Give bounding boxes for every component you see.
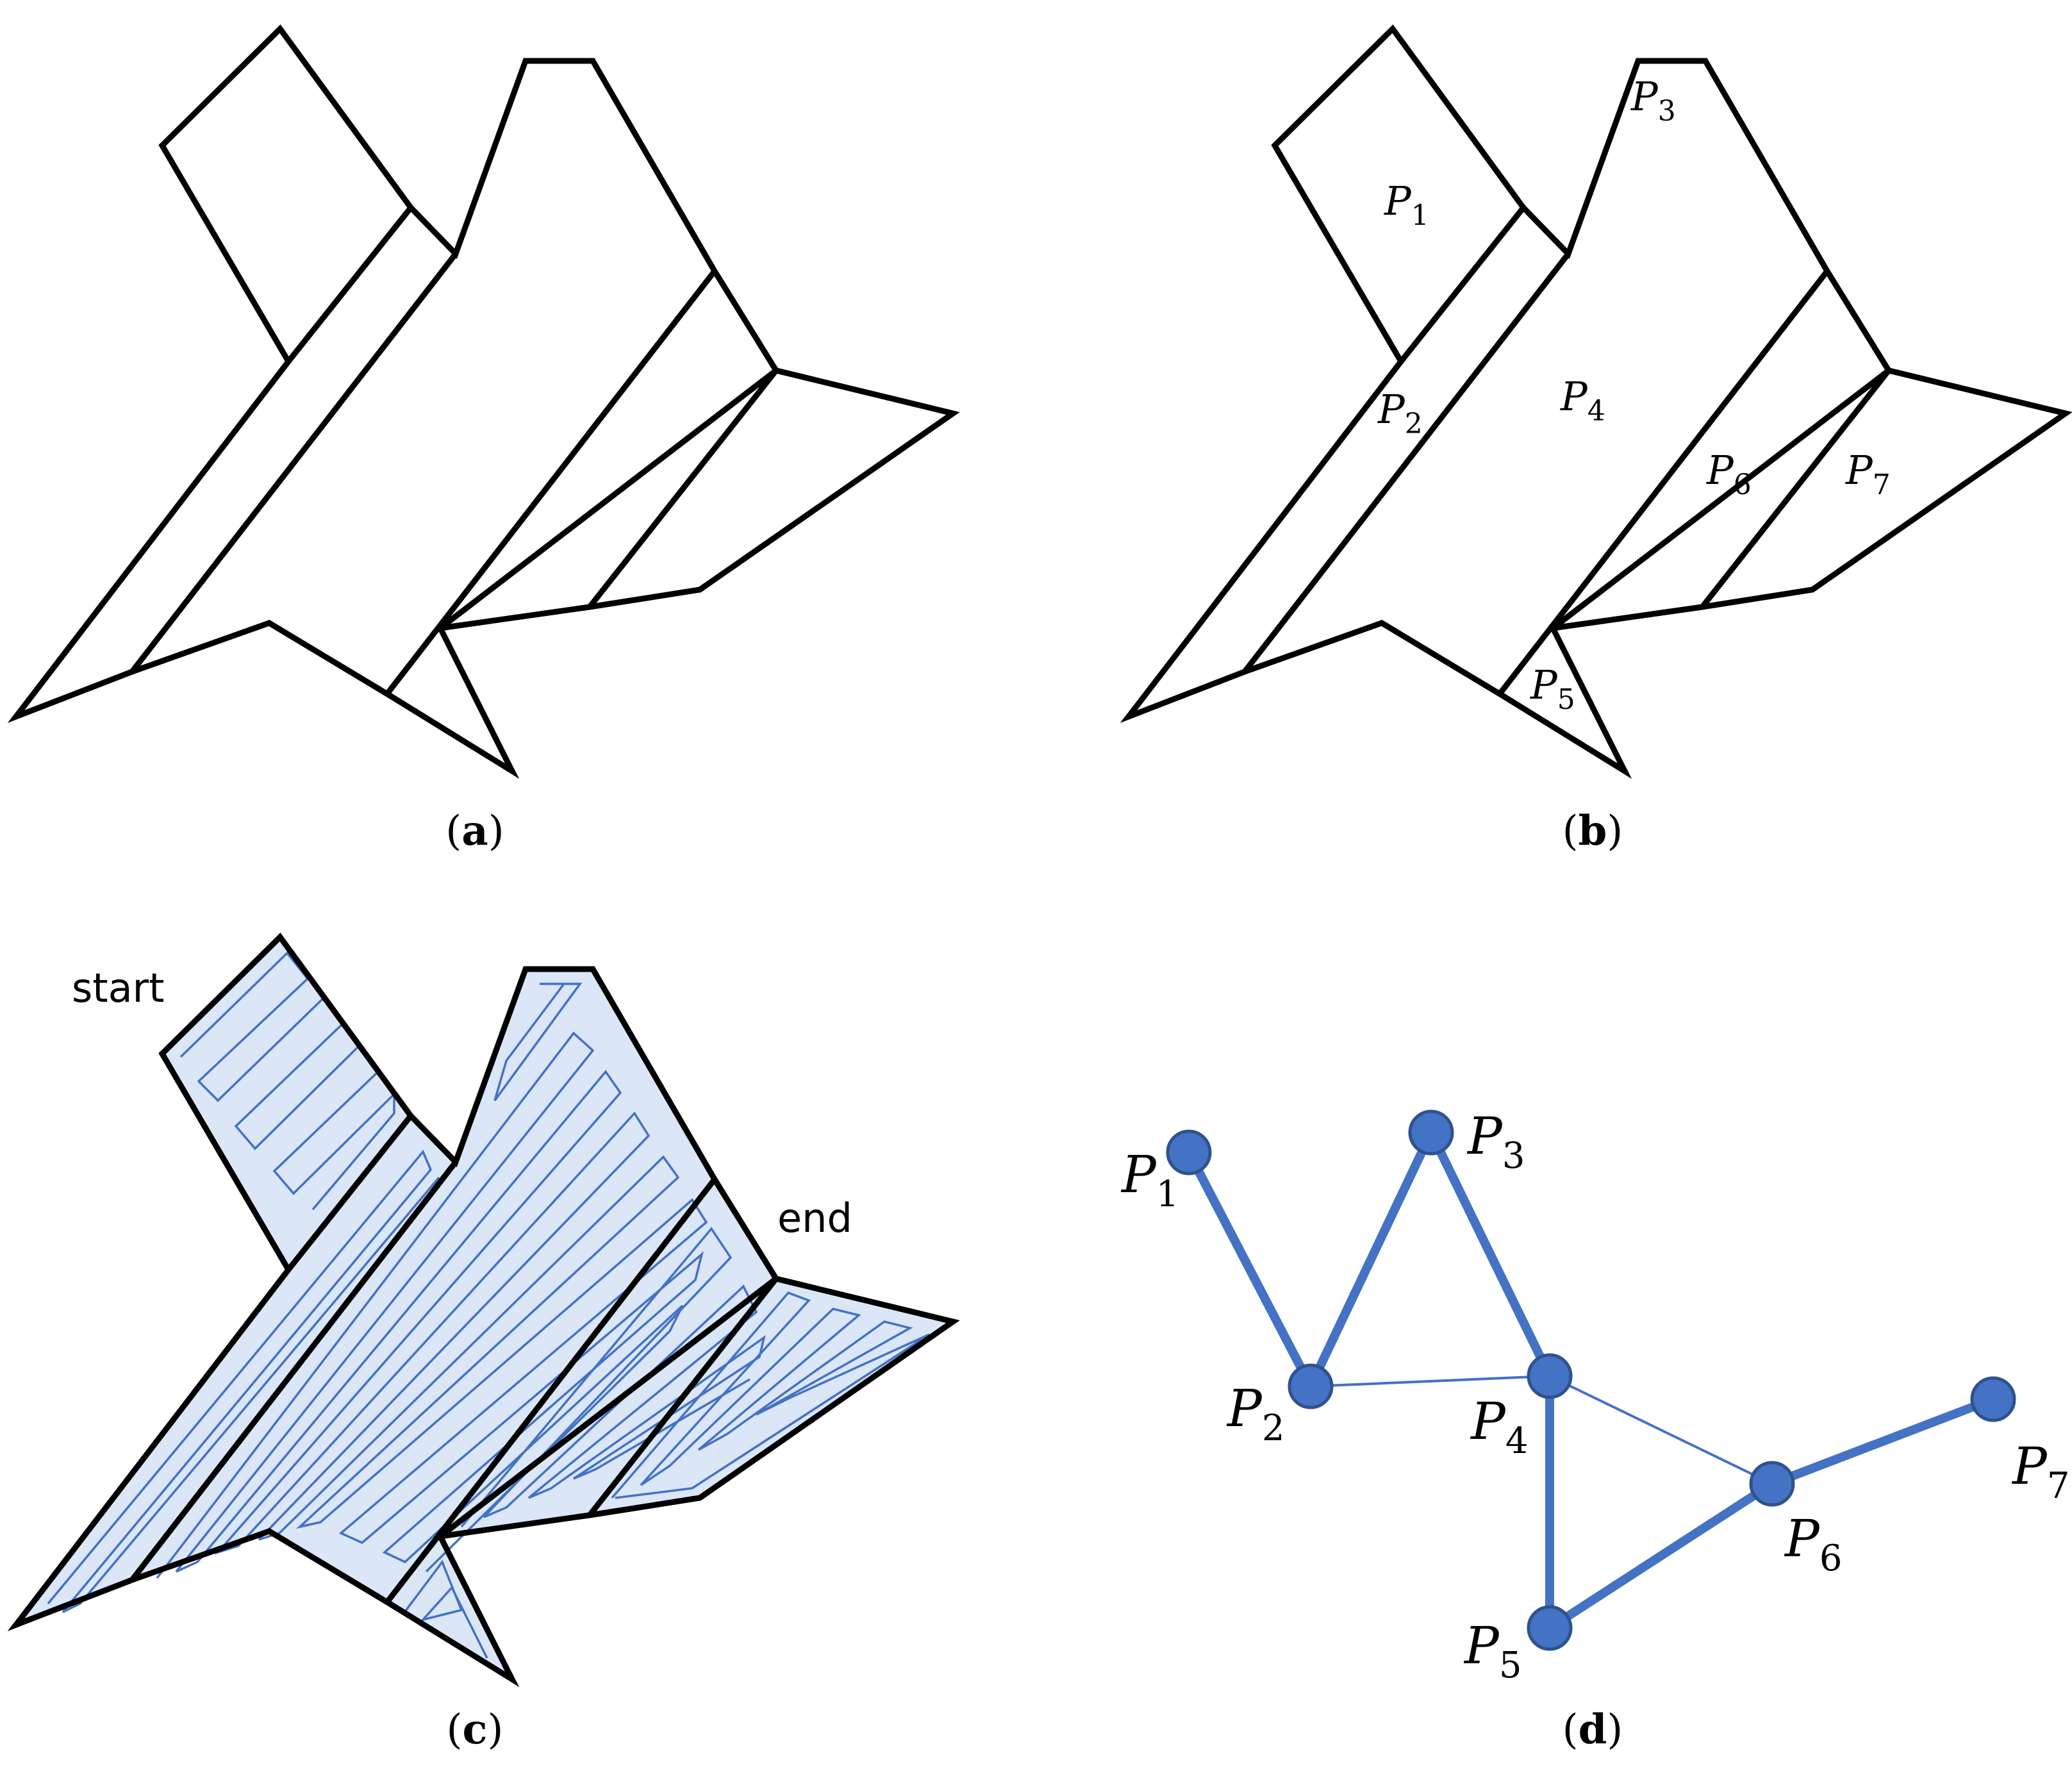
node-label-p3: P3 [1466,1106,1525,1177]
graph-edge-p4-p6 [1548,1375,1773,1485]
caption-a: (a) [445,807,504,855]
zigzag-p1 [179,951,395,1211]
zigzag-p5 [402,1559,488,1659]
graph-node-p1 [1166,1129,1212,1175]
caption-b-letter: b [1579,807,1607,855]
graph-edge-p3-p4 [1427,1128,1554,1381]
zigzag-p2 [47,1149,440,1613]
graph-nodes [1166,1109,2016,1651]
zigzag-p4 [156,1031,708,1579]
node-label-p2: P2 [1226,1379,1284,1449]
graph-node-p3 [1408,1109,1454,1156]
region-label-p1: P1 [1384,178,1429,232]
start-label: start [72,965,164,1011]
node-label-p6: P6 [1784,1509,1842,1579]
caption-d-letter: d [1579,1706,1607,1754]
node-label-p4: P4 [1470,1391,1528,1462]
caption-c: (c) [447,1706,504,1754]
zigzag-p6 [460,1227,766,1528]
panel-a: (a) [16,29,953,855]
graph-edge-p6-p7 [1768,1395,1998,1488]
caption-a-letter: a [461,807,488,855]
end-label: end [777,1195,852,1242]
node-label-p1: P1 [1120,1145,1179,1215]
graph-node-p2 [1288,1363,1334,1409]
region-label-p2: P2 [1377,386,1423,440]
graph-node-p4 [1527,1353,1573,1399]
panel-c: start end (c) [16,937,953,1754]
graph-edge-p2-p4 [1309,1375,1551,1388]
graph-node-p5 [1527,1605,1573,1651]
graph-node-p7 [1970,1376,2016,1422]
panel-d: P1 P2 P3 P4 P5 P6 P7 (d) [1120,1106,2069,1754]
zigzag-coverage-path [47,951,930,1659]
graph-edges [1184,1128,1998,1632]
region-label-p4: P4 [1560,373,1605,428]
region-label-p5: P5 [1530,661,1575,716]
region-label-p6: P6 [1706,447,1752,501]
caption-b: (b) [1562,807,1623,855]
shape-outline-a [16,29,953,771]
panel-b: P1 P2 P3 P4 P5 P6 P7 (b) [1129,29,2066,855]
caption-c-letter: c [463,1706,488,1754]
region-label-p3: P3 [1630,73,1676,128]
node-label-p7: P7 [2011,1436,2069,1507]
zigzag-p3 [493,983,583,1102]
graph-edge-p2-p3 [1306,1128,1436,1391]
region-label-p7: P7 [1845,447,1891,501]
graph-edge-p1-p2 [1184,1148,1315,1391]
coverage-fill [16,937,953,1679]
caption-d: (d) [1562,1706,1623,1754]
graph-node-p6 [1749,1461,1795,1507]
graph-edge-p5-p6 [1545,1479,1777,1632]
node-label-p5: P5 [1463,1616,1521,1686]
zigzag-p7 [611,1291,930,1499]
